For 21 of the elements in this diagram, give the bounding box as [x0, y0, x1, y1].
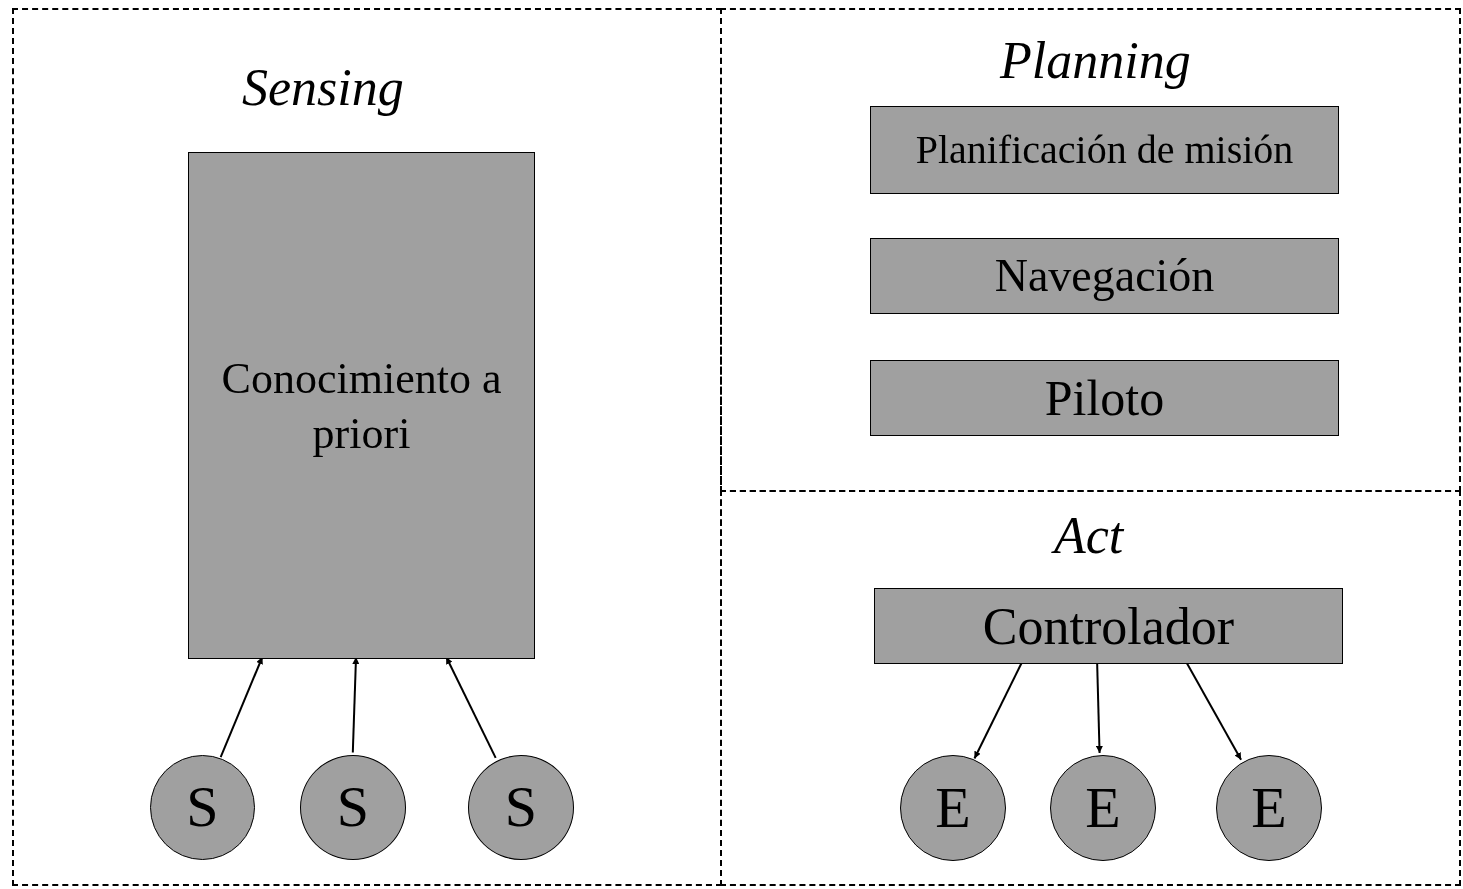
dashed-region	[720, 8, 1461, 492]
node-letter: E	[935, 773, 971, 842]
process-box	[188, 152, 535, 659]
node-letter: E	[1085, 773, 1121, 842]
region-title: Sensing	[242, 62, 404, 114]
box-label: Controlador	[981, 596, 1236, 657]
box-label: Conocimiento a priori	[220, 352, 503, 460]
process-box	[870, 238, 1339, 314]
node-letter: E	[1251, 773, 1287, 842]
box-label: Piloto	[1043, 368, 1166, 428]
dashed-region	[12, 8, 722, 886]
node-letter: S	[336, 773, 370, 842]
node-letter: S	[504, 773, 538, 842]
region-title: Planning	[1000, 35, 1191, 87]
dashed-region	[720, 490, 1461, 886]
box-label: Navegación	[993, 249, 1216, 304]
process-box	[870, 106, 1339, 194]
box-label: Planificación de misión	[914, 126, 1295, 174]
process-box	[870, 360, 1339, 436]
node-letter: S	[186, 773, 219, 842]
process-box	[874, 588, 1343, 664]
